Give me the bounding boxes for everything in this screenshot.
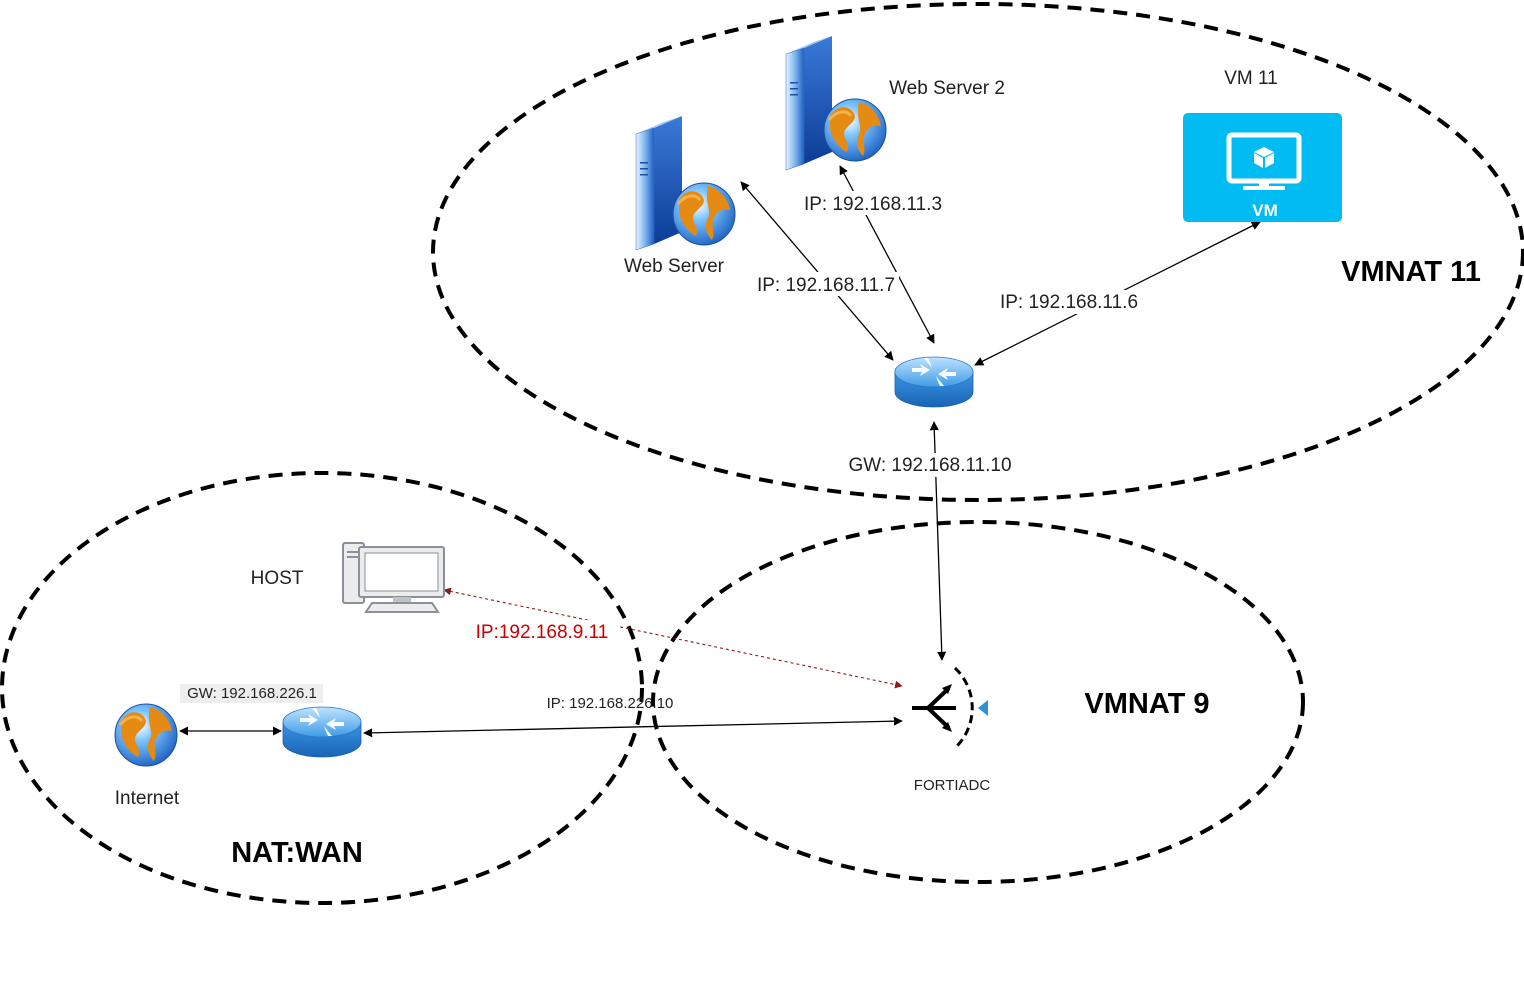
web-server-2-node <box>785 35 888 171</box>
virtual-machine-icon <box>1183 113 1342 222</box>
load-balancer-icon <box>912 666 988 750</box>
vm11-node: VM <box>1183 113 1342 222</box>
gw-vmnat11-label: GW: 192.168.11.10 <box>848 455 1011 476</box>
zone-vmnat11-label: VMNAT 11 <box>1341 256 1481 288</box>
host-label: HOST <box>251 568 304 589</box>
gw-wan-label: GW: 192.168.226.1 <box>187 685 317 702</box>
vm-badge-label: VM <box>1252 201 1278 220</box>
fortiadc-label: FORTIADC <box>914 777 991 794</box>
zone-natwan-label: NAT:WAN <box>231 837 363 869</box>
server-globe-icon <box>785 35 888 171</box>
ip-vm11-label: IP: 192.168.11.6 <box>1000 292 1138 313</box>
internet-node <box>113 702 179 768</box>
zone-vmnat9-label: VMNAT 9 <box>1084 688 1209 720</box>
vm11-title-label: VM 11 <box>1224 68 1278 89</box>
ip-web-server-2-label: IP: 192.168.11.3 <box>804 194 942 215</box>
zone-vmnat9-boundary <box>651 520 1305 884</box>
ip-host-label: IP:192.168.9.11 <box>476 622 609 643</box>
desktop-computer-icon <box>342 542 445 613</box>
ip-web-server-label: IP: 192.168.11.7 <box>757 275 895 296</box>
web-server-2-label: Web Server 2 <box>889 78 1005 99</box>
web-server-label: Web Server <box>624 256 725 277</box>
host-node <box>342 542 445 613</box>
router-wan <box>282 706 362 758</box>
fortiadc-node <box>912 666 988 750</box>
internet-label: Internet <box>115 788 180 809</box>
router-vmnat11 <box>894 356 974 408</box>
globe-icon <box>113 702 179 768</box>
server-globe-icon <box>635 115 737 251</box>
web-server-node <box>635 115 737 251</box>
zone-vmnat11-boundary <box>431 2 1524 502</box>
router-icon <box>894 356 974 408</box>
link-router-fortiadc <box>363 716 903 738</box>
ip-wan-label: IP: 192.168.226.10 <box>547 695 674 712</box>
router-icon <box>282 706 362 758</box>
